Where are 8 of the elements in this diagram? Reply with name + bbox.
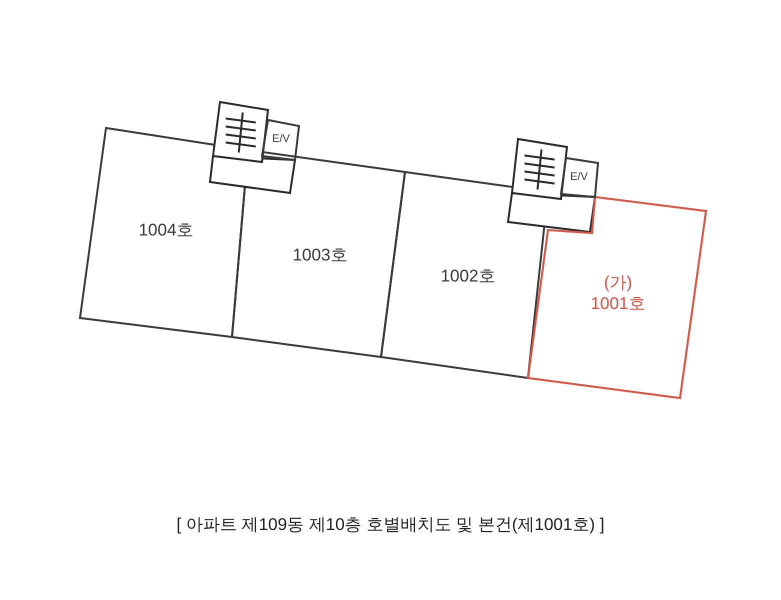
unit-label: 1002호: [440, 265, 496, 287]
unit-label: 1001호: [590, 293, 646, 314]
unit-label: 1004호: [138, 219, 194, 241]
unit-label: 1003호: [292, 244, 348, 266]
unit-label: E/V: [570, 171, 588, 185]
unit-label: (가): [604, 272, 632, 293]
unit-label: E/V: [272, 133, 290, 147]
caption: [ 아파트 제109동 제10층 호별배치도 및 본건(제1001호) ]: [176, 514, 604, 536]
